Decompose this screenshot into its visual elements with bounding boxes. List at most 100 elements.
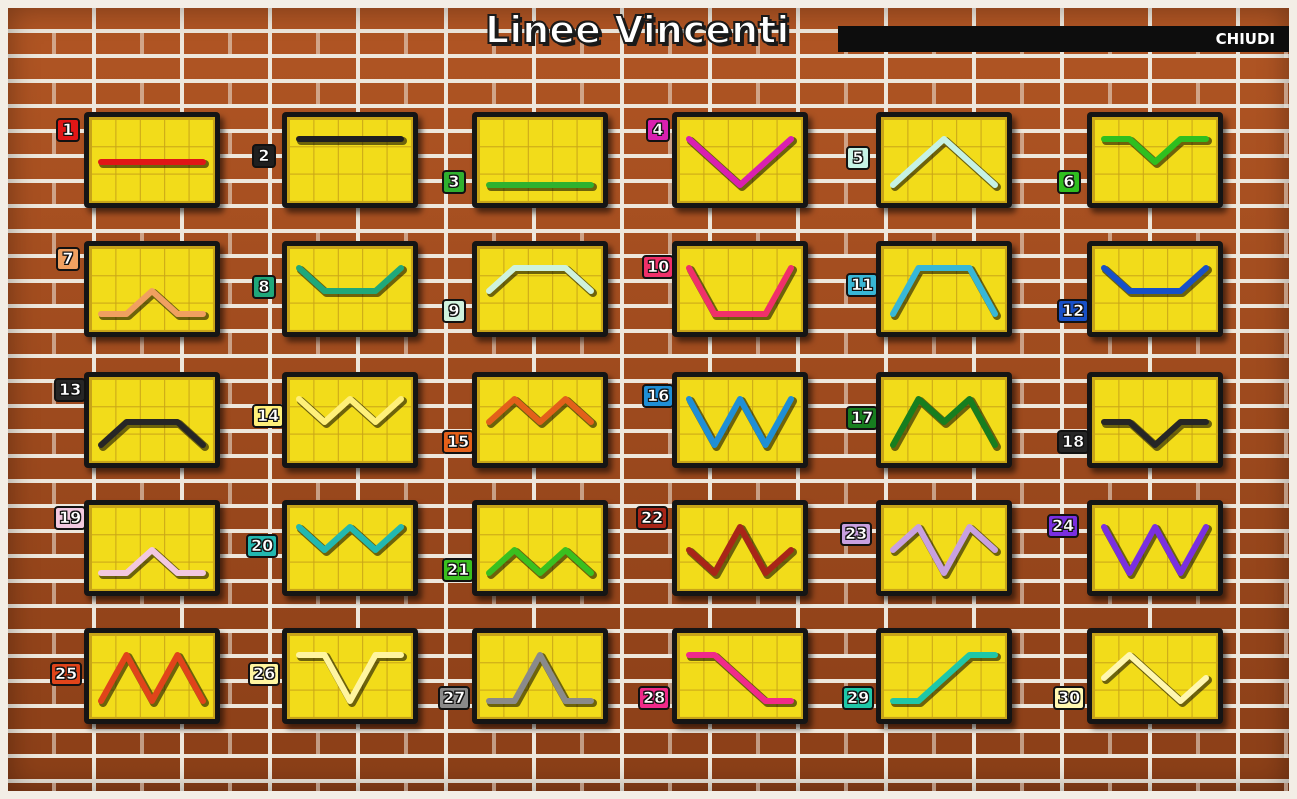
payline-number: 16 bbox=[642, 384, 674, 408]
payline-card bbox=[876, 241, 1012, 337]
payline-path bbox=[883, 379, 1005, 461]
payline-number: 25 bbox=[50, 662, 82, 686]
payline-number: 15 bbox=[442, 430, 474, 454]
payline-card bbox=[472, 112, 608, 208]
payline-path bbox=[883, 635, 1005, 717]
payline-card bbox=[672, 628, 808, 724]
payline-path bbox=[479, 379, 601, 461]
payline-card bbox=[672, 112, 808, 208]
payline-path bbox=[679, 507, 801, 589]
payline-grid bbox=[883, 119, 1005, 201]
payline-shadow bbox=[895, 141, 997, 187]
payline-card bbox=[84, 112, 220, 208]
payline-path bbox=[1094, 507, 1216, 589]
payline-number: 5 bbox=[846, 146, 870, 170]
payline-number: 18 bbox=[1057, 430, 1089, 454]
payline-number: 1 bbox=[56, 118, 80, 142]
payline-line bbox=[689, 655, 791, 701]
payline-number: 13 bbox=[54, 378, 86, 402]
payline-card bbox=[1087, 628, 1223, 724]
payline-line bbox=[1104, 655, 1206, 701]
payline-number: 4 bbox=[646, 118, 670, 142]
payline-grid bbox=[1094, 248, 1216, 330]
payline-card bbox=[1087, 372, 1223, 468]
payline-path bbox=[289, 248, 411, 330]
payline-card bbox=[876, 500, 1012, 596]
payline-number: 2 bbox=[252, 144, 276, 168]
payline-number: 30 bbox=[1053, 686, 1085, 710]
payline-number: 22 bbox=[636, 506, 668, 530]
payline-number: 20 bbox=[246, 534, 278, 558]
payline-number: 21 bbox=[442, 558, 474, 582]
payline-path bbox=[289, 379, 411, 461]
payline-number: 8 bbox=[252, 275, 276, 299]
payline-path bbox=[883, 119, 1005, 201]
payline-grid bbox=[1094, 507, 1216, 589]
payline-grid bbox=[479, 635, 601, 717]
payline-grid bbox=[91, 119, 213, 201]
payline-card bbox=[282, 112, 418, 208]
payline-path bbox=[1094, 248, 1216, 330]
payline-card bbox=[672, 500, 808, 596]
payline-card bbox=[282, 628, 418, 724]
payline-line bbox=[489, 550, 591, 573]
payline-number: 27 bbox=[438, 686, 470, 710]
payline-line bbox=[893, 399, 995, 445]
payline-line bbox=[489, 399, 591, 422]
payline-card bbox=[1087, 241, 1223, 337]
payline-line bbox=[689, 139, 791, 185]
payline-card bbox=[84, 500, 220, 596]
payline-number: 10 bbox=[642, 255, 674, 279]
close-button[interactable]: CHIUDI bbox=[1216, 29, 1275, 49]
payline-number: 17 bbox=[846, 406, 878, 430]
payline-path bbox=[289, 635, 411, 717]
payline-card bbox=[672, 241, 808, 337]
payline-grid bbox=[289, 379, 411, 461]
payline-grid bbox=[479, 507, 601, 589]
payline-number: 7 bbox=[56, 247, 80, 271]
payline-grid bbox=[479, 248, 601, 330]
payline-grid bbox=[883, 507, 1005, 589]
payline-number: 29 bbox=[842, 686, 874, 710]
payline-card bbox=[876, 372, 1012, 468]
payline-number: 14 bbox=[252, 404, 284, 428]
payline-line bbox=[893, 655, 995, 701]
payline-path bbox=[479, 507, 601, 589]
payline-grid bbox=[679, 635, 801, 717]
payline-path bbox=[883, 248, 1005, 330]
payline-card bbox=[84, 241, 220, 337]
payline-grid bbox=[289, 119, 411, 201]
payline-path bbox=[1094, 379, 1216, 461]
payline-grid bbox=[679, 119, 801, 201]
payline-path bbox=[679, 379, 801, 461]
payline-path bbox=[479, 248, 601, 330]
payline-grid bbox=[479, 119, 601, 201]
payline-card bbox=[672, 372, 808, 468]
payline-grid bbox=[289, 635, 411, 717]
payline-path bbox=[679, 248, 801, 330]
payline-grid bbox=[91, 507, 213, 589]
payline-grid bbox=[289, 507, 411, 589]
payline-path bbox=[289, 507, 411, 589]
payline-path bbox=[1094, 635, 1216, 717]
payline-number: 19 bbox=[54, 506, 86, 530]
payline-path bbox=[289, 119, 411, 201]
payline-path bbox=[479, 635, 601, 717]
payline-path bbox=[91, 379, 213, 461]
payline-grid bbox=[679, 379, 801, 461]
payline-number: 26 bbox=[248, 662, 280, 686]
payline-path bbox=[883, 507, 1005, 589]
payline-number: 9 bbox=[442, 299, 466, 323]
payline-card bbox=[282, 241, 418, 337]
payline-number: 12 bbox=[1057, 299, 1089, 323]
payline-path bbox=[679, 635, 801, 717]
payline-card bbox=[472, 372, 608, 468]
payline-card bbox=[1087, 500, 1223, 596]
payline-path bbox=[91, 635, 213, 717]
payline-grid bbox=[883, 379, 1005, 461]
payline-path bbox=[91, 507, 213, 589]
payline-number: 3 bbox=[442, 170, 466, 194]
payline-grid bbox=[1094, 635, 1216, 717]
payline-number: 11 bbox=[846, 273, 878, 297]
payline-grid bbox=[289, 248, 411, 330]
